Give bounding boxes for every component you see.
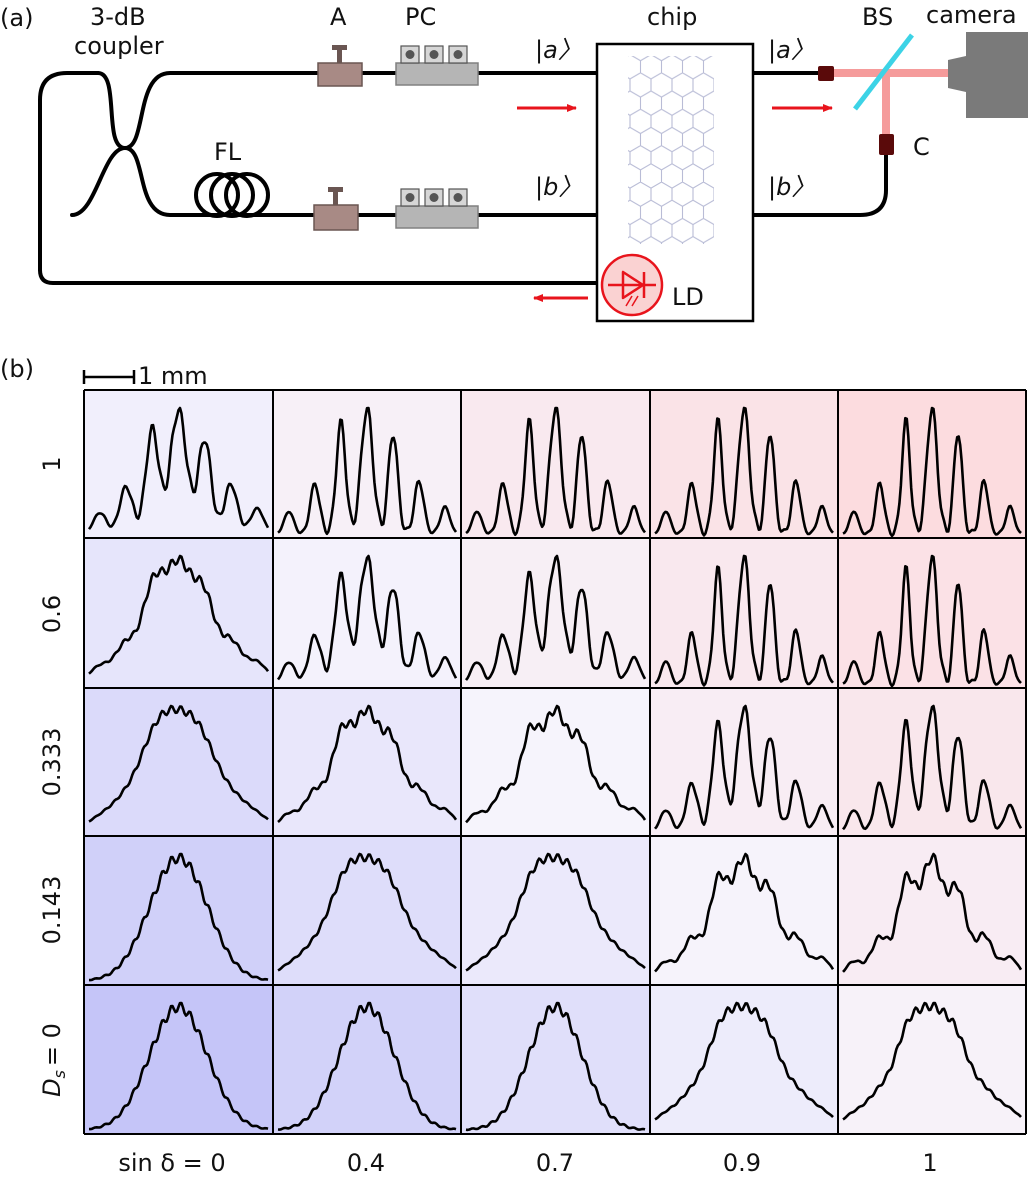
- attenuator-upper: [317, 45, 363, 87]
- chip-label: chip: [647, 3, 697, 31]
- intensity-curve: [87, 406, 270, 530]
- intensity-curve: [842, 406, 1022, 538]
- beam-splitter-label: BS: [862, 3, 893, 31]
- output-intensity-grid: (b) 1 mm 1 0.6 0.333 0.143 Ds= 0 sin δ =…: [0, 355, 1027, 1177]
- laser-diode: [600, 253, 664, 317]
- panel-a-label: (a): [0, 4, 33, 32]
- intensity-curves: [87, 406, 1023, 1132]
- beam-splitter: [853, 33, 914, 111]
- column-label-4: 0.9: [723, 1149, 761, 1177]
- coupler-arm-lower-left: [70, 146, 127, 217]
- intensity-curve: [88, 704, 269, 823]
- column-label-3: 0.7: [536, 1149, 574, 1177]
- intensity-curve: [277, 406, 458, 536]
- intensity-curve: [465, 1001, 646, 1132]
- column-label-1: sin δ = 0: [118, 1149, 225, 1177]
- intensity-curve: [654, 406, 834, 537]
- pc-label: PC: [405, 3, 436, 31]
- intensity-panels: [84, 390, 1026, 1134]
- intensity-curve: [465, 704, 647, 824]
- intensity-curve: [276, 554, 458, 681]
- intensity-cell: [84, 688, 273, 836]
- column-label-2: 0.4: [347, 1149, 385, 1177]
- fiber-loop-coil: [194, 172, 270, 218]
- ket-b-in-label: |b〉: [535, 173, 582, 201]
- intensity-curve: [89, 1001, 269, 1131]
- fiber-out-b: [751, 153, 888, 217]
- attenuator-lower: [313, 187, 359, 231]
- honeycomb-lattice: [628, 56, 714, 244]
- coupler-arm-upper-left: [96, 71, 127, 150]
- collimator-a: [818, 66, 834, 81]
- camera-icon: [948, 32, 1028, 118]
- intensity-curve: [277, 852, 457, 972]
- row-label-1: 1: [38, 456, 66, 471]
- intensity-curve: [464, 554, 647, 681]
- intensity-curve: [88, 554, 270, 675]
- laser-diode-label: LD: [672, 283, 704, 311]
- ket-b-out-label: |b〉: [768, 173, 815, 201]
- beam-path: [832, 69, 950, 138]
- intensity-curve: [842, 704, 1023, 831]
- panel-b-label: (b): [0, 355, 34, 383]
- attenuator-label: A: [330, 3, 347, 31]
- intensity-curve: [842, 1001, 1022, 1121]
- ket-a-in-label: |a〉: [535, 36, 582, 64]
- panel-borders: [83, 389, 1027, 1135]
- collimator-b: [879, 134, 894, 155]
- setup-schematic: (a) FL 3-dB coupler A: [0, 1, 1028, 323]
- column-label-5: 1: [922, 1149, 937, 1177]
- coupler-label-line2: coupler: [74, 32, 164, 60]
- intensity-curve: [654, 704, 835, 830]
- fiber-network: [38, 71, 888, 285]
- collimator-label: C: [913, 133, 930, 161]
- intensity-curve: [842, 554, 1022, 688]
- intensity-cell: [650, 985, 838, 1134]
- fiber-laser-feed: [38, 268, 605, 285]
- intensity-curve: [465, 852, 646, 972]
- intensity-curve: [465, 406, 647, 536]
- camera-label: camera: [926, 1, 1017, 29]
- fiber-return-loop: [38, 71, 100, 272]
- fiber-upper: [123, 71, 600, 150]
- polarization-controller-upper: [395, 45, 479, 86]
- intensity-curve: [277, 1001, 457, 1131]
- row-label-4: 0.143: [38, 876, 66, 945]
- scale-bar: 1 mm: [82, 362, 208, 390]
- ket-a-out-label: |a〉: [768, 36, 815, 64]
- intensity-curve: [654, 554, 834, 687]
- row-label-5: Ds= 0: [38, 1023, 69, 1097]
- polarization-controller-lower: [395, 188, 479, 229]
- intensity-curve: [277, 704, 458, 823]
- fiber-loop-label: FL: [214, 138, 242, 166]
- row-label-3: 0.333: [38, 728, 66, 797]
- intensity-curve: [842, 852, 1023, 973]
- propagation-arrows: [517, 104, 833, 302]
- row-label-2: 0.6: [38, 595, 66, 633]
- coupler-label-line1: 3-dB: [90, 3, 146, 31]
- fiber-lower: [123, 146, 600, 217]
- intensity-curve: [89, 852, 269, 982]
- intensity-cell: [838, 985, 1026, 1134]
- scale-bar-label: 1 mm: [138, 362, 208, 390]
- intensity-curve: [654, 1001, 834, 1121]
- intensity-cell: [461, 836, 650, 985]
- intensity-cell: [273, 836, 461, 985]
- intensity-curve: [654, 852, 835, 973]
